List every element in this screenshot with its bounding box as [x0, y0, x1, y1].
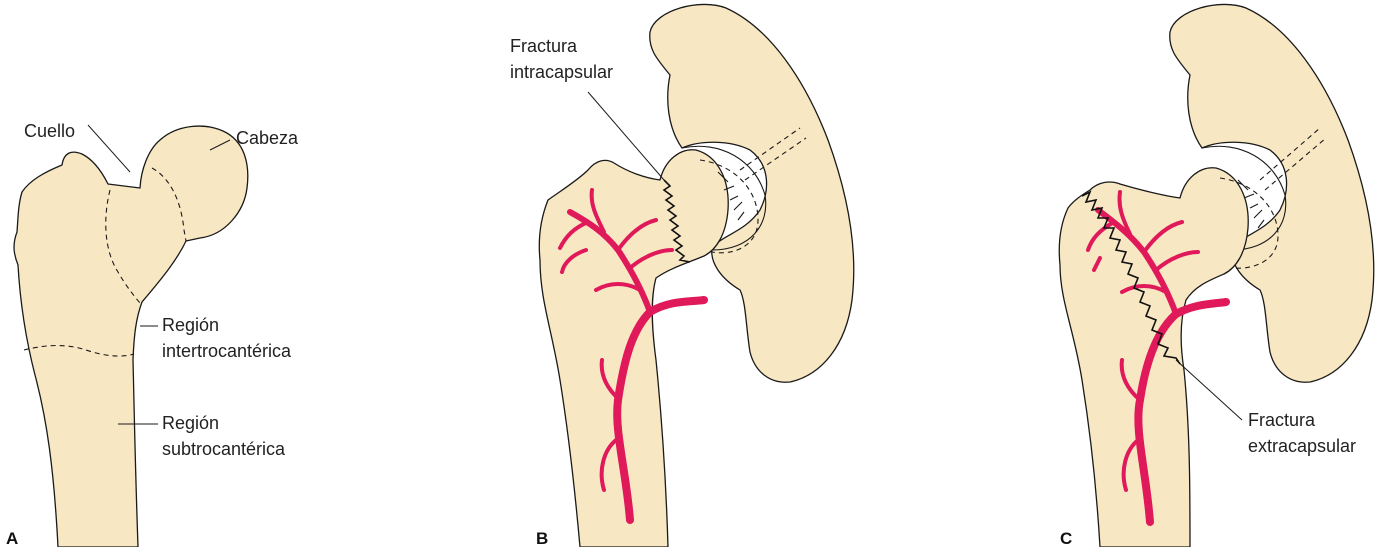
label-subtrochanteric-1: Región — [162, 413, 219, 433]
femur-b — [539, 150, 728, 547]
label-intertrochanteric-2: intertrocantérica — [162, 341, 292, 361]
label-subtrochanteric-2: subtrocantérica — [162, 439, 286, 459]
label-fracture-c-2: extracapsular — [1248, 436, 1356, 456]
label-intertrochanteric-1: Región — [162, 315, 219, 335]
panel-letter-c: C — [1060, 529, 1072, 547]
panel-c: Fractura extracapsular C — [1059, 4, 1373, 547]
label-fracture-b-2: intracapsular — [510, 62, 613, 82]
panel-letter-b: B — [536, 529, 548, 547]
label-fracture-b-1: Fractura — [510, 36, 578, 56]
label-neck: Cuello — [24, 121, 75, 141]
panel-letter-a: A — [6, 529, 18, 547]
femur-a — [14, 126, 248, 547]
label-head: Cabeza — [236, 128, 299, 148]
panel-a: Cuello Cabeza Región intertrocantérica R… — [6, 121, 299, 547]
panel-b: Fractura intracapsular B — [510, 4, 854, 547]
label-fracture-c-1: Fractura — [1248, 410, 1316, 430]
